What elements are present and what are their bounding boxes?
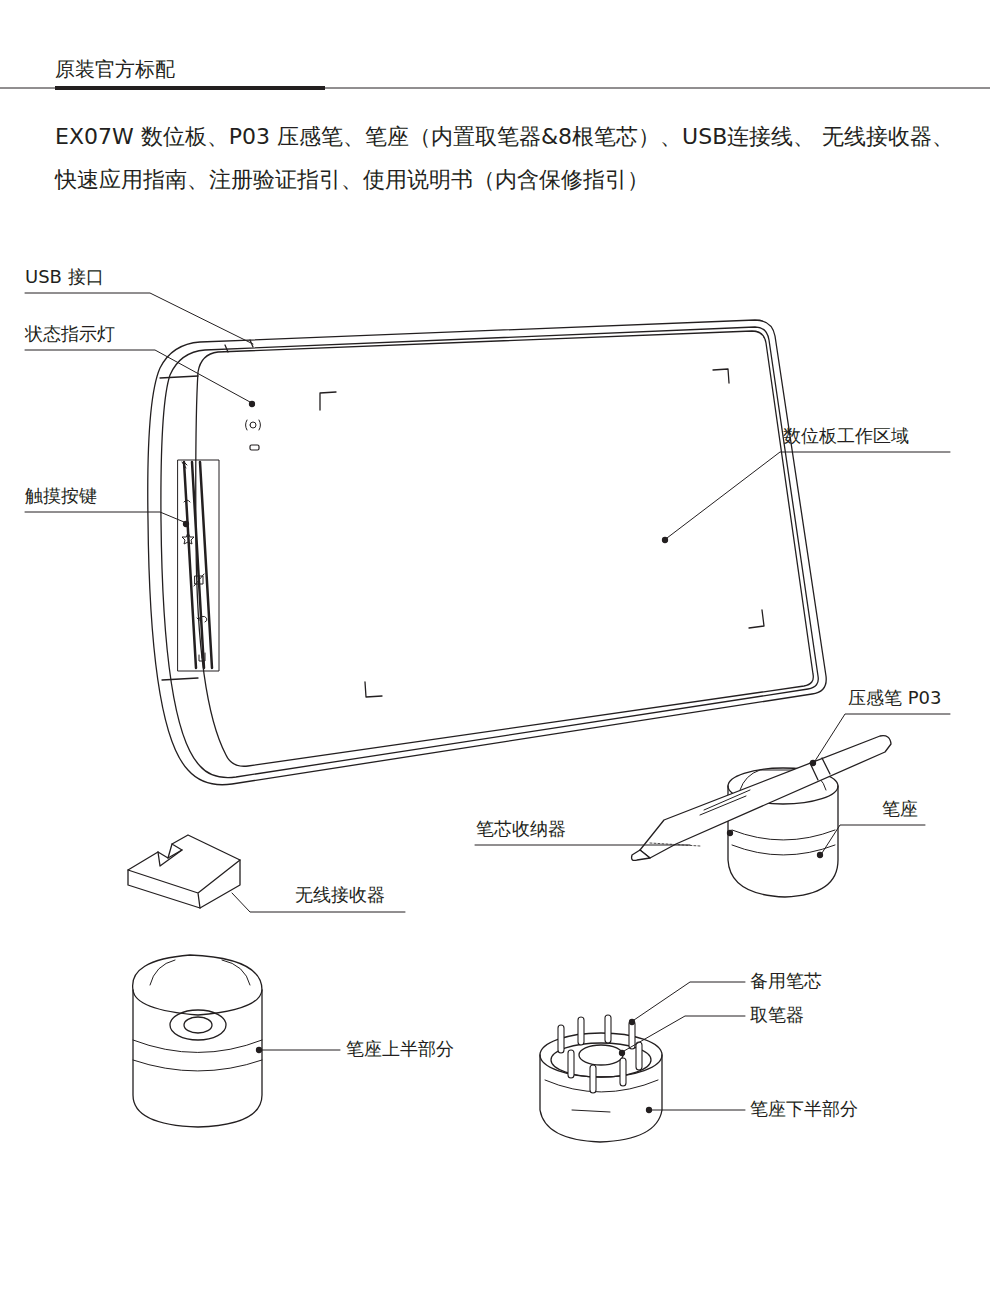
part-label: 笔座上半部分	[346, 1038, 454, 1061]
part-label: USB 接口	[25, 266, 104, 289]
part-label: 数位板工作区域	[783, 425, 909, 448]
pen	[632, 736, 891, 861]
part-label: 笔座	[882, 798, 918, 821]
tablet	[148, 320, 826, 785]
part-label: 备用笔芯	[750, 970, 822, 993]
part-label: 无线接收器	[295, 884, 385, 907]
holder-upper	[133, 955, 262, 1127]
part-label: 状态指示灯	[25, 323, 115, 346]
contents-text: EX07W 数位板、P03 压感笔、笔座（内置取笔器&8根笔芯）、USB连接线、…	[55, 115, 955, 201]
part-label: 笔座下半部分	[750, 1098, 858, 1121]
leader-lines	[25, 293, 950, 1110]
part-label: 笔芯收纳器	[476, 818, 566, 841]
header-bar	[55, 86, 325, 90]
part-label: 取笔器	[750, 1004, 804, 1027]
holder-lower	[540, 1015, 662, 1142]
part-label: 压感笔 P03	[848, 687, 941, 710]
wireless-receiver	[128, 835, 240, 908]
section-title: 原装官方标配	[55, 57, 175, 82]
part-label: 触摸按键	[25, 485, 97, 508]
